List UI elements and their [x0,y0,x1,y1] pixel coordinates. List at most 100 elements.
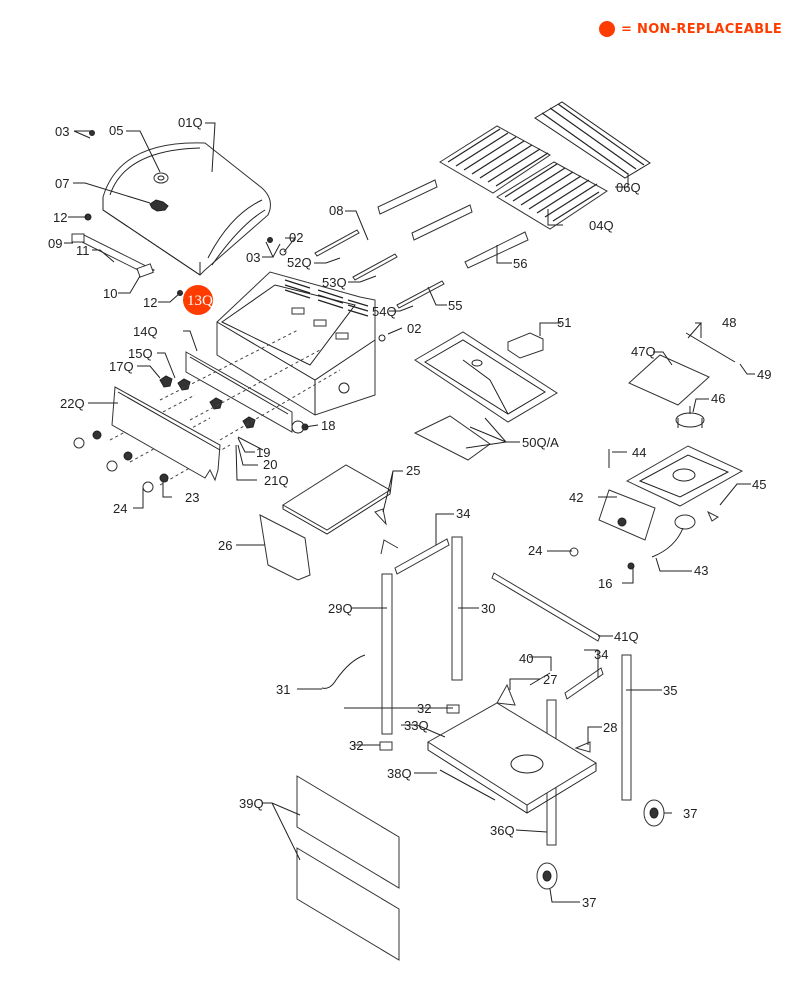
label-27[interactable]: 27 [543,672,557,687]
part-rod[interactable] [439,769,496,801]
part-wheel[interactable] [643,799,665,827]
label-18[interactable]: 18 [321,418,335,433]
label-50QA[interactable]: 50Q/A [522,435,559,450]
label-12[interactable]: 12 [53,210,67,225]
part-bottom-shelf[interactable] [427,702,597,814]
label-28[interactable]: 28 [603,720,617,735]
label-25[interactable]: 25 [406,463,420,478]
part-hinge-rod[interactable] [685,332,736,363]
part-knobs[interactable] [73,430,169,493]
part-side-burner-lid[interactable] [628,354,710,406]
part-grease-tray[interactable] [414,331,558,423]
label-16[interactable]: 16 [598,576,612,591]
part-side-knob[interactable] [569,547,579,557]
part-ignitor[interactable] [237,436,264,451]
part-firebox[interactable] [216,271,376,416]
part-manifold-panel[interactable] [185,351,309,434]
label-05[interactable]: 05 [109,123,123,138]
label-07[interactable]: 07 [55,176,69,191]
label-49[interactable]: 49 [757,367,771,382]
label-42[interactable]: 42 [569,490,583,505]
part-screw[interactable] [89,130,95,136]
label-48[interactable]: 48 [722,315,736,330]
part-caster-cap[interactable] [446,704,460,714]
label-15Q[interactable]: 15Q [128,346,153,361]
label-45[interactable]: 45 [752,477,766,492]
label-55[interactable]: 55 [448,298,462,313]
part-side-valve[interactable] [627,562,635,570]
label-24-side[interactable]: 24 [528,543,542,558]
label-03-right[interactable]: 03 [246,250,260,265]
label-13Q[interactable]: 13Q [187,293,213,309]
part-screw[interactable] [267,237,273,243]
label-43[interactable]: 43 [694,563,708,578]
label-10[interactable]: 10 [103,286,117,301]
label-26[interactable]: 26 [218,538,232,553]
label-21Q[interactable]: 21Q [264,473,289,488]
part-wheel[interactable] [536,862,558,890]
part-ignitor-wire[interactable] [321,654,366,689]
label-34[interactable]: 34 [456,506,470,521]
part-bracket[interactable] [574,741,591,753]
label-38Q[interactable]: 38Q [387,766,412,781]
label-33Q[interactable]: 33Q [404,718,429,733]
label-53Q[interactable]: 53Q [322,275,347,290]
part-side-burner-base[interactable] [625,445,744,507]
label-29Q[interactable]: 29Q [328,601,353,616]
part-lid[interactable] [102,142,271,276]
label-47Q[interactable]: 47Q [631,344,656,359]
label-19[interactable]: 19 [256,445,270,460]
part-caster-cap[interactable] [379,741,393,751]
label-12-lower[interactable]: 12 [143,295,157,310]
label-17Q[interactable]: 17Q [109,359,134,374]
label-03[interactable]: 03 [55,124,69,139]
label-01Q[interactable]: 01Q [178,115,203,130]
label-37-lower[interactable]: 37 [582,895,596,910]
label-30[interactable]: 30 [481,601,495,616]
label-41Q[interactable]: 41Q [614,629,639,644]
label-31[interactable]: 31 [276,682,290,697]
label-23[interactable]: 23 [185,490,199,505]
part-bracket[interactable] [496,683,516,706]
label-54Q[interactable]: 54Q [372,304,397,319]
label-36Q[interactable]: 36Q [490,823,515,838]
label-02-lower[interactable]: 02 [407,321,421,336]
label-56[interactable]: 56 [513,256,527,271]
part-side-burner-tube[interactable] [651,514,696,558]
part-valves[interactable] [159,375,256,429]
part-nut[interactable] [378,334,386,342]
part-burner-grate[interactable] [675,406,705,428]
label-22Q[interactable]: 22Q [60,396,85,411]
part-cooking-grates[interactable] [439,125,608,230]
label-08[interactable]: 08 [329,203,343,218]
label-39Q[interactable]: 39Q [239,796,264,811]
part-side-bracket[interactable] [706,510,719,522]
part-side-panel[interactable] [259,514,311,581]
part-latch[interactable] [380,539,399,555]
label-04Q[interactable]: 04Q [589,218,614,233]
label-06Q[interactable]: 06Q [616,180,641,195]
label-32-lower[interactable]: 32 [349,738,363,753]
label-11[interactable]: 11 [76,243,90,258]
label-20[interactable]: 20 [263,457,277,472]
label-14Q[interactable]: 14Q [133,324,158,339]
part-nut[interactable] [279,248,287,256]
part-control-panel[interactable] [111,386,221,482]
label-35[interactable]: 35 [663,683,677,698]
label-37[interactable]: 37 [683,806,697,821]
part-grease-cup[interactable] [507,332,544,359]
part-side-control-panel[interactable] [598,489,656,541]
label-51[interactable]: 51 [557,315,571,330]
label-24[interactable]: 24 [113,501,127,516]
part-side-shelf[interactable] [282,464,391,535]
part-warming-rack[interactable] [534,101,651,179]
label-46[interactable]: 46 [711,391,725,406]
label-09[interactable]: 09 [48,236,62,251]
part-burners[interactable] [314,229,445,309]
label-44[interactable]: 44 [632,445,646,460]
label-52Q[interactable]: 52Q [287,255,312,270]
part-heat-shield[interactable] [413,415,491,461]
part-doors[interactable] [296,775,400,961]
label-34-right[interactable]: 34 [594,647,608,662]
label-32[interactable]: 32 [417,701,431,716]
